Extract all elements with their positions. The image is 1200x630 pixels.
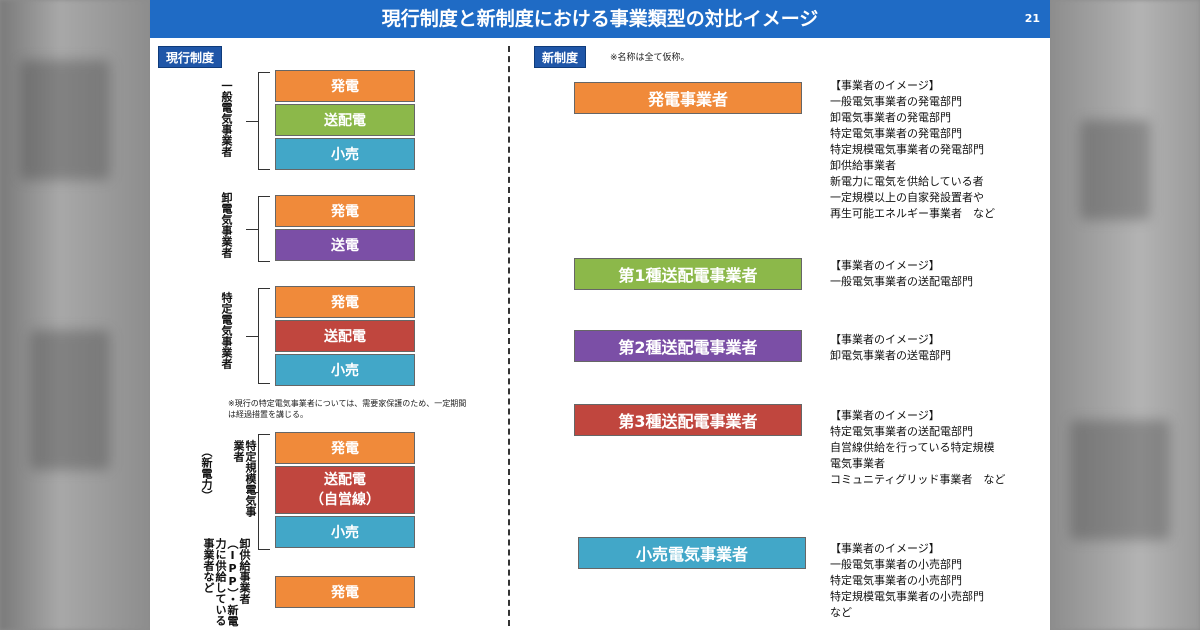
slide-title: 現行制度と新制度における事業類型の対比イメージ — [381, 8, 819, 30]
box-sublabel: （自営線） — [310, 492, 380, 508]
desc-line: 特定電気事業者の発電部門 — [830, 127, 962, 140]
desc-line: 特定規模電気事業者の小売部門 — [830, 590, 984, 603]
new-system-tag: 新制度 — [534, 46, 587, 68]
background-blob — [1070, 420, 1170, 540]
group-label-specified-electric: 特定電気事業者 — [220, 292, 233, 369]
box-retail: 小売 — [275, 138, 415, 170]
current-system-tag: 現行制度 — [158, 46, 223, 68]
category-description: 【事業者のイメージ】 一般電気事業者の小売部門 特定電気事業者の小売部門 特定規… — [830, 541, 984, 621]
box-transmission-distribution: 送配電 — [275, 320, 415, 352]
background-right — [1050, 0, 1200, 630]
slide: 現行制度と新制度における事業類型の対比イメージ 21 現行制度 一般電気事業者 … — [150, 0, 1050, 630]
box-label: 送配電 — [324, 472, 366, 488]
bracket-tick — [246, 121, 258, 122]
desc-line: 再生可能エネルギー事業者 など — [830, 207, 995, 220]
desc-line: 自営線供給を行っている特定規模 — [830, 441, 995, 454]
desc-line: 電気事業者 — [830, 457, 885, 470]
group-label-wholesale-electric: 卸電気事業者 — [220, 192, 233, 258]
category-type1-transmission: 第1種送配電事業者 — [574, 258, 802, 290]
slide-title-bar: 現行制度と新制度における事業類型の対比イメージ 21 — [150, 0, 1050, 38]
box-generation: 発電 — [275, 70, 415, 102]
box-transmission-distribution: 送配電 — [275, 104, 415, 136]
background-blob — [30, 330, 110, 470]
category-description: 【事業者のイメージ】 特定電気事業者の送配電部門 自営線供給を行っている特定規模… — [830, 408, 1005, 488]
box-retail: 小売 — [275, 516, 415, 548]
box-transmission-distribution-private-line: 送配電 （自営線） — [275, 466, 415, 514]
provisional-name-note: ※名称は全て仮称。 — [610, 53, 690, 63]
category-description: 【事業者のイメージ】 一般電気事業者の発電部門 卸電気事業者の発電部門 特定電気… — [830, 78, 995, 222]
category-generation-business: 発電事業者 — [574, 82, 802, 114]
desc-line: 卸供給事業者 — [830, 159, 896, 172]
category-type2-transmission: 第2種送配電事業者 — [574, 330, 802, 362]
box-generation: 発電 — [275, 286, 415, 318]
desc-line: 【事業者のイメージ】 — [830, 333, 940, 346]
category-description: 【事業者のイメージ】 一般電気事業者の送配電部門 — [830, 258, 973, 290]
box-generation: 発電 — [275, 432, 415, 464]
section-divider — [508, 46, 510, 626]
desc-line: 【事業者のイメージ】 — [830, 79, 940, 92]
box-generation: 発電 — [275, 195, 415, 227]
desc-line: 【事業者のイメージ】 — [830, 409, 940, 422]
group-label-general-electric: 一般電気事業者 — [220, 80, 233, 157]
desc-line: 特定電気事業者の小売部門 — [830, 574, 962, 587]
desc-line: 一定規模以上の自家発設置者や — [830, 191, 984, 204]
background-blob — [1080, 120, 1150, 220]
bracket — [258, 196, 270, 262]
page-number: 21 — [1024, 12, 1040, 25]
category-type3-transmission: 第3種送配電事業者 — [574, 404, 802, 436]
bracket — [258, 434, 270, 550]
desc-line: 一般電気事業者の送配電部門 — [830, 275, 973, 288]
group-label-ipp-suppliers: 卸供給事業者（IPP）・新電力に供給している事業者など — [202, 538, 251, 627]
bracket-tick — [246, 492, 258, 493]
desc-line: コミュニティグリッド事業者 など — [830, 473, 1006, 486]
group-label-specified-scale-electric: 特定規模電気事業者 — [232, 440, 257, 517]
transitional-note: ※現行の特定電気事業者については、需要家保護のため、一定期間は経過措置を講じる。 — [228, 399, 467, 419]
category-retail-business: 小売電気事業者 — [578, 537, 806, 569]
box-transmission: 送電 — [275, 229, 415, 261]
desc-line: 【事業者のイメージ】 — [830, 542, 940, 555]
bracket-tick — [246, 336, 258, 337]
desc-line: 新電力に電気を供給している者 — [830, 175, 984, 188]
desc-line: 卸電気事業者の送電部門 — [830, 349, 951, 362]
background-left — [0, 0, 150, 630]
background-blob — [20, 60, 110, 180]
box-generation: 発電 — [275, 576, 415, 608]
desc-line: 【事業者のイメージ】 — [830, 259, 940, 272]
group-label-new-power: （新電力） — [200, 446, 213, 501]
desc-line: 一般電気事業者の発電部門 — [830, 95, 962, 108]
desc-line: 特定規模電気事業者の発電部門 — [830, 143, 984, 156]
desc-line: 特定電気事業者の送配電部門 — [830, 425, 973, 438]
bracket-tick — [246, 229, 258, 230]
bracket — [258, 72, 270, 170]
bracket — [258, 288, 270, 384]
desc-line: 卸電気事業者の発電部門 — [830, 111, 951, 124]
desc-line: 一般電気事業者の小売部門 — [830, 558, 962, 571]
box-retail: 小売 — [275, 354, 415, 386]
desc-line: など — [830, 606, 852, 619]
category-description: 【事業者のイメージ】 卸電気事業者の送電部門 — [830, 332, 951, 364]
